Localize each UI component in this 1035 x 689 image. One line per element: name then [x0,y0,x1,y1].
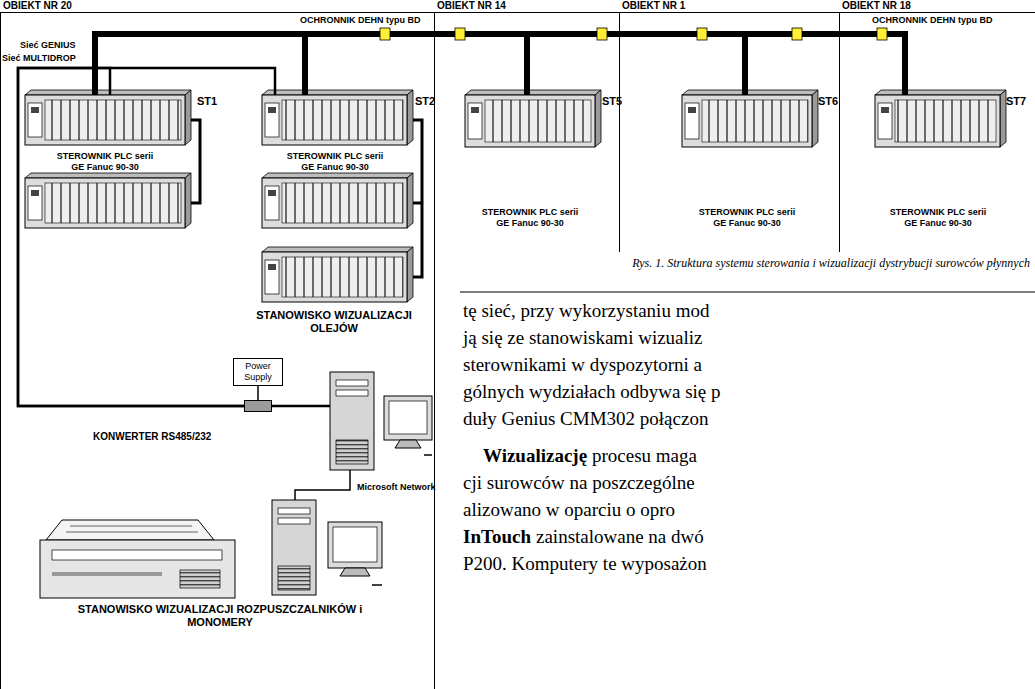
network-label: Sieć MULTIDROP [2,53,76,64]
plc-label: STEROWNIK PLC serii GE Fanuc 90-30 [885,207,991,229]
station-id: ST2 [415,95,435,108]
body-text: tę sieć, przy wykorzystaniu mod [463,300,709,323]
body-text: sterownikami w dyspozytorni a [463,354,702,377]
plc-station: ST5STEROWNIK PLC serii GE Fanuc 90-30 [462,95,620,230]
converter-label: KONWERTER RS485/232 [93,431,211,443]
plc-station: ST6STEROWNIK PLC serii GE Fanuc 90-30 [680,95,838,230]
plc-rack [262,173,413,228]
rack-cable [413,120,422,277]
plc-rack [875,90,1006,147]
body-text: cji surowców na poszczególne [463,472,695,495]
station-id: ST6 [818,95,838,108]
serial-wire [272,405,330,408]
plc-label: STEROWNIK PLC serii GE Fanuc 90-30 [477,207,583,229]
lan-wire [295,470,350,500]
body-text: procesu maga [592,445,697,468]
plc-rack [262,90,413,145]
plc-label: STEROWNIK PLC serii GE Fanuc 90-30 [282,151,388,173]
computer-upper [330,372,432,470]
multidrop-line [18,68,244,406]
power-supply-box: Power Supply [233,358,283,386]
protector-label: OCHRONNIK DEHN typu BD [300,15,421,26]
genius-bus [745,34,905,95]
plc-racks [25,90,1006,302]
box-label: Power Supply [235,361,281,383]
plc-station: ST1STEROWNIK PLC serii GE Fanuc 90-30 [25,95,230,235]
genius-bus [95,34,305,95]
workstation-label: STANOWISKO WIZUALIZACJI ROZPUSZCZALNIKÓW… [55,603,385,629]
plc-rack [262,247,413,302]
body-text: P200. Komputery te wyposażon [463,553,707,576]
site-heading: OBIEKT NR 14 [437,0,506,12]
genius-bus [527,34,745,95]
plc-label: STEROWNIK PLC serii GE Fanuc 90-30 [694,207,800,229]
caption-rule [460,292,1035,293]
printer [40,520,235,598]
site-region: OBIEKT NR 14ST5STEROWNIK PLC serii GE Fa… [435,12,620,252]
plc-rack [465,90,601,147]
body-text: InTouch [463,526,531,549]
multidrop-line [18,68,275,406]
site-heading: OBIEKT NR 1 [622,0,685,12]
power-line [257,386,259,400]
site-region: OBIEKT NR 1ST6STEROWNIK PLC serii GE Fan… [620,12,840,252]
genius-bus [305,34,527,95]
converter-box: KONWERTER RS485/232 [244,400,272,412]
plc-rack [25,173,191,228]
computer-lower [272,500,382,595]
site-region: OBIEKT NR 18ST7STEROWNIK PLC serii GE Fa… [840,12,1035,252]
body-text: zainstalowane na dwó [536,526,704,549]
station-id: ST7 [1006,95,1026,108]
network-label: Microsoft Network [357,482,436,493]
workstation-label: STANOWISKO WIZUALIZACJI OLEJÓW [234,309,434,335]
figure-caption: Rys. 1. Struktura systemu sterowania i w… [630,256,1030,270]
site-region: OBIEKT NR 20ST1STEROWNIK PLC serii GE Fa… [0,12,435,689]
station-id: ST5 [602,95,622,108]
plc-station: ST7STEROWNIK PLC serii GE Fanuc 90-30 [872,95,1032,230]
protector-label: OCHRONNIK DEHN typu BD [872,15,993,26]
body-text: duły Genius CMM302 połączon [463,408,708,431]
site-heading: OBIEKT NR 18 [842,0,911,12]
plc-rack [25,90,191,145]
body-text: gólnych wydziałach odbywa się p [463,381,720,404]
site-heading: OBIEKT NR 20 [3,0,72,12]
body-text: Wizualizację [483,445,587,468]
body-text: alizowano w oparciu o opro [463,499,675,522]
workstation: STANOWISKO WIZUALIZACJI ROZPUSZCZALNIKÓW… [30,498,430,643]
rack-cable [191,120,200,203]
body-text: ją się ze stanowiskami wizualiz [463,327,703,350]
plc-rack [682,90,818,147]
plc-station: ST2STEROWNIK PLC serii GE Fanuc 90-30STA… [258,95,433,340]
station-id: ST1 [197,95,217,108]
plc-label: STEROWNIK PLC serii GE Fanuc 90-30 [52,151,158,173]
network-label: Sieć GENIUS [20,40,76,51]
